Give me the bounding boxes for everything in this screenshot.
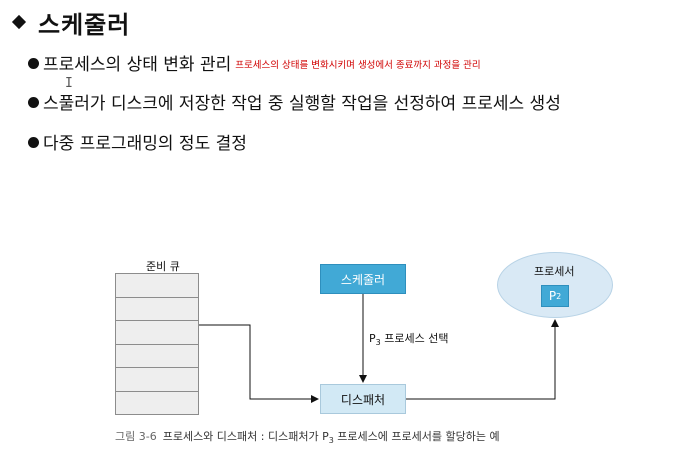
text-cursor-icon: I — [65, 76, 73, 91]
bullet-item-job-selection: 스풀러가 디스크에 저장한 작업 중 실행할 작업을 선정하여 프로세스 생성 — [28, 93, 561, 115]
ready-queue-label: 준비 큐 — [146, 260, 180, 273]
ready-queue — [115, 273, 199, 415]
process-selection-label: P3 프로세스 선택 — [369, 332, 449, 348]
scheduler-box: 스케줄러 — [320, 264, 406, 294]
queue-slot — [116, 274, 198, 298]
queue-to-dispatcher-arrow — [199, 324, 319, 403]
bullet-dot-icon — [28, 58, 39, 69]
bullet-text: 스풀러가 디스크에 저장한 작업 중 실행할 작업을 선정하여 프로세스 생성 — [43, 94, 561, 114]
slide-heading: 스케줄러 — [11, 4, 131, 40]
dispatcher-to-processor-arrow — [406, 319, 559, 400]
bullet-dot-icon — [28, 137, 39, 148]
bullet-item-multiprogramming: 다중 프로그래밍의 정도 결정 — [28, 133, 247, 155]
bullet-text: 다중 프로그래밍의 정도 결정 — [43, 134, 247, 154]
bullet-dot-icon — [28, 97, 39, 108]
handwritten-note: 프로세스의 상태를 변화시키며 생성에서 종료까지 과정을 관리 — [235, 60, 481, 71]
queue-slot — [116, 297, 198, 321]
queue-slot — [116, 368, 198, 392]
bullet-text: 프로세스의 상태 변화 관리 — [43, 55, 232, 75]
queue-slot — [116, 344, 198, 368]
dispatcher-box: 디스패처 — [320, 384, 406, 414]
queue-slot — [116, 391, 198, 415]
slide-title: 스케줄러 — [38, 10, 131, 39]
processor-label: 프로세서 — [534, 265, 575, 278]
queue-slot — [116, 321, 198, 345]
